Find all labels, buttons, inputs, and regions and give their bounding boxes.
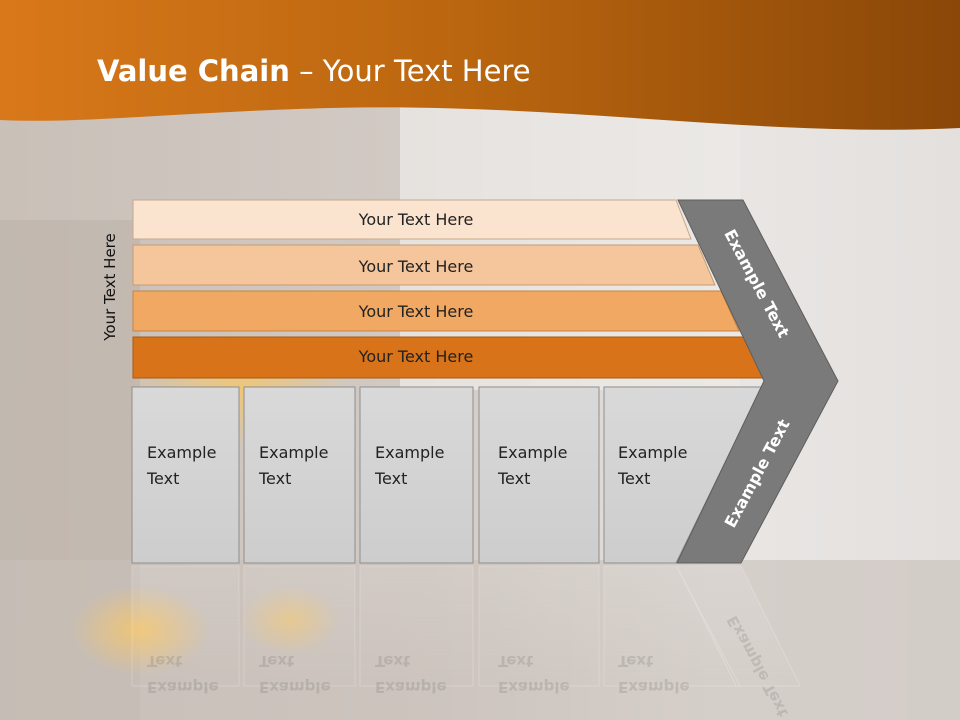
box-2-line2: Text: [258, 469, 291, 488]
box-5-line1: Example: [618, 443, 687, 462]
box-4: Example Text: [478, 386, 600, 564]
row-3-label: Your Text Here: [358, 302, 474, 321]
box-1-reflection-line2: Text: [147, 652, 182, 670]
diagram-reflection: Example Text Example Text Example Text E…: [131, 565, 801, 720]
box-4-reflection-line2: Text: [498, 652, 533, 670]
box-3-reflection-line1: Example: [375, 678, 447, 696]
box-1-line2: Text: [146, 469, 179, 488]
box-1: Example Text: [131, 386, 240, 564]
row-3-shape: [132, 290, 740, 332]
row-2: Your Text Here: [132, 244, 716, 286]
box-1-shape: [131, 386, 240, 564]
box-2-line1: Example: [259, 443, 328, 462]
box-1-line1: Example: [147, 443, 216, 462]
box-3-shape: [359, 386, 474, 564]
box-5-reflection-line1: Example: [618, 678, 690, 696]
page-title: Value Chain – Your Text Here: [97, 54, 531, 88]
row-1: Your Text Here: [132, 199, 692, 240]
box-1-reflection-line1: Example: [147, 678, 219, 696]
row-4-label: Your Text Here: [358, 347, 474, 366]
row-4: Your Text Here: [132, 336, 764, 379]
box-2-reflection-line2: Text: [259, 652, 294, 670]
header-band: [0, 0, 960, 130]
chevron-shape: [676, 199, 839, 564]
box-4-shape: [478, 386, 600, 564]
chevron-arrow: Example Text Example Text: [676, 199, 839, 564]
box-5-line2: Text: [617, 469, 650, 488]
box-3-line1: Example: [375, 443, 444, 462]
box-3-reflection-line2: Text: [375, 652, 410, 670]
row-3: Your Text Here: [132, 290, 740, 332]
box-2-shape: [243, 386, 356, 564]
row-1-label: Your Text Here: [358, 210, 474, 229]
box-3: Example Text: [359, 386, 474, 564]
box-5-shape: [603, 386, 763, 564]
row-1-shape: [132, 199, 692, 240]
box-2-reflection-line1: Example: [259, 678, 331, 696]
box-5: Example Text: [603, 386, 763, 564]
box-4-line2: Text: [497, 469, 530, 488]
box-3-line2: Text: [374, 469, 407, 488]
box-4-line1: Example: [498, 443, 567, 462]
box-5-reflection-line2: Text: [618, 652, 653, 670]
row-2-shape: [132, 244, 716, 286]
box-4-reflection-line1: Example: [498, 678, 570, 696]
row-2-label: Your Text Here: [358, 257, 474, 276]
box-2: Example Text: [243, 386, 356, 564]
